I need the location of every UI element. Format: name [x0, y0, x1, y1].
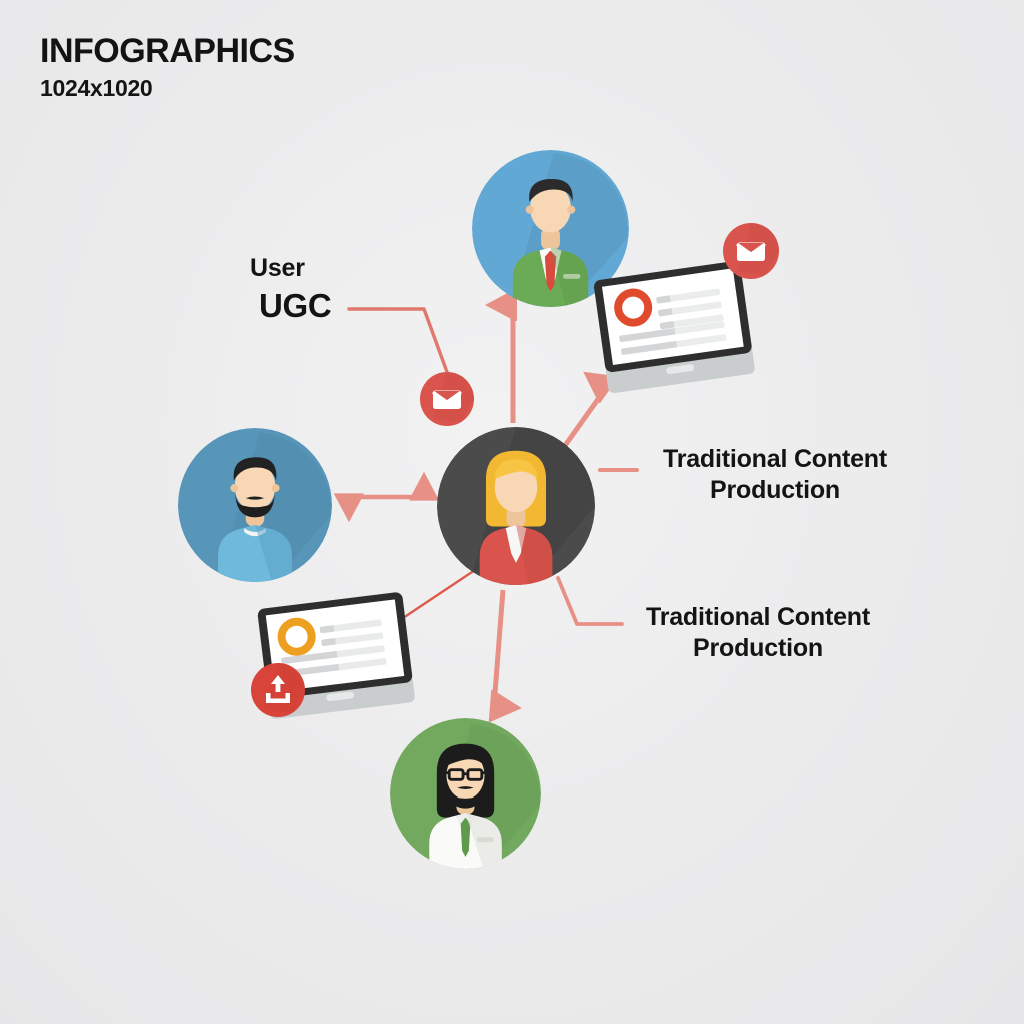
upload-tray-icon — [251, 663, 305, 717]
envelope-icon — [723, 223, 779, 279]
label-user-ugc: User UGC — [250, 254, 332, 325]
label-tcp1-line2: Production — [710, 475, 840, 504]
center-to-device-top-arrow — [561, 388, 606, 449]
man-suit-avatar-icon — [472, 150, 629, 307]
ugc-leader-line — [347, 307, 449, 374]
top-user-avatar[interactable] — [472, 150, 629, 307]
label-tcp2-line2: Production — [693, 633, 823, 662]
label-traditional-content-production-1: Traditional Content Production — [645, 444, 905, 505]
tablet-content-device[interactable] — [587, 258, 763, 406]
bearded-man-glasses-avatar-icon — [390, 718, 541, 869]
bottom-user-avatar[interactable] — [390, 718, 541, 869]
header: INFOGRAPHICS 1024x1020 — [40, 32, 295, 102]
label-tcp1-line1: Traditional Content — [663, 445, 887, 473]
woman-avatar-icon — [437, 427, 595, 585]
label-tcp2-line1: Traditional Content — [646, 603, 870, 631]
page-title: INFOGRAPHICS — [40, 32, 295, 70]
traditional-2-leader-elbow — [556, 576, 624, 626]
page-subtitle: 1024x1020 — [40, 74, 153, 101]
center-to-bottom-arrow — [494, 589, 503, 706]
central-user-avatar[interactable] — [437, 427, 595, 585]
tablet-article-icon — [593, 261, 755, 394]
label-traditional-content-production-2: Traditional Content Production — [628, 602, 888, 663]
upload-badge[interactable] — [250, 662, 306, 718]
label-user-line1: User — [250, 254, 305, 282]
bearded-man-avatar-icon — [178, 428, 332, 582]
label-user-line2: UGC — [259, 287, 332, 324]
mail-badge-right[interactable] — [722, 222, 780, 280]
mail-badge-left[interactable] — [419, 371, 475, 427]
left-user-avatar[interactable] — [178, 428, 332, 582]
envelope-icon — [420, 372, 474, 426]
